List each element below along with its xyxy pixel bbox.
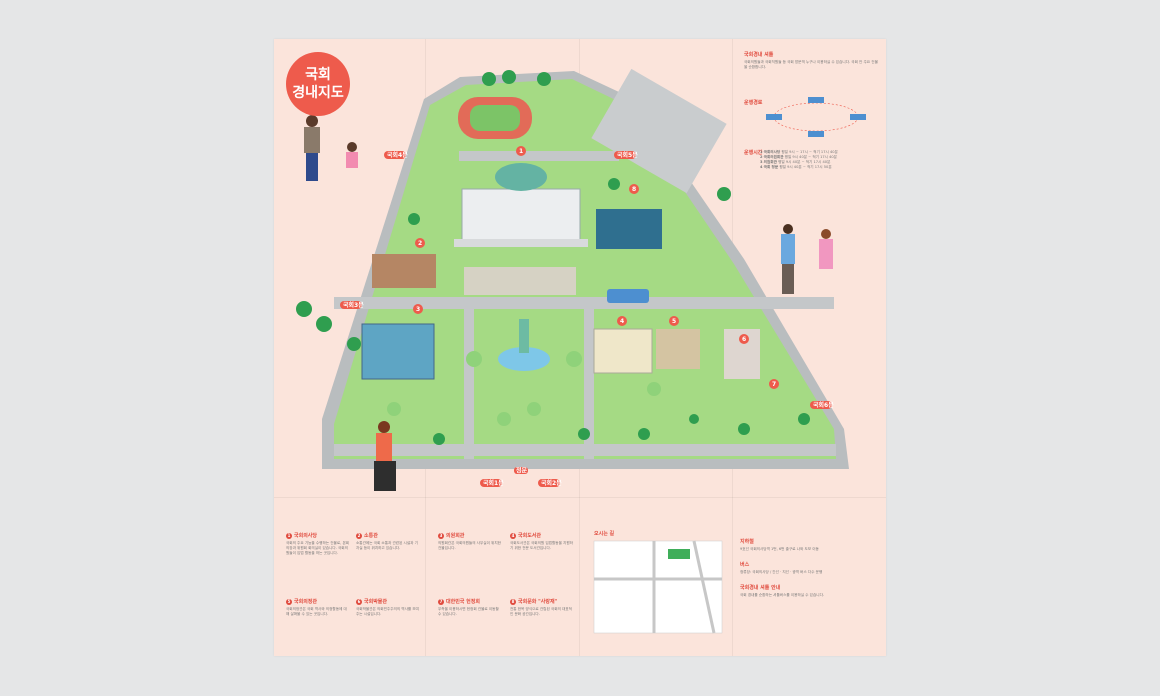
building-library [593,328,653,374]
directions-map [593,540,723,634]
monument [519,319,529,353]
location-pin: 4 [617,316,627,326]
svg-text:국회6문: 국회6문 [813,401,834,409]
stop-item: 1 국회의사당 평일 9시 ~ 17시 ~ 적기 17시 40분 [760,150,838,154]
bushes [387,351,661,426]
directions-title: 오시는 길 [594,531,615,537]
svg-text:3: 3 [416,306,420,313]
svg-text:5: 5 [672,318,676,325]
national-assembly-building [461,188,581,242]
svg-text:6: 6 [742,336,746,343]
location-pin: 2 [415,238,425,248]
building-communication [372,254,436,288]
building-members-office [361,323,435,380]
stop-item: 2 국회의원회관 평일 9시 40분 ~ 적기 17시 40분 [760,155,837,159]
gate-tag: 국회6문 [810,401,834,409]
svg-text:7: 7 [772,381,776,388]
main-road [584,309,594,459]
fold-line [274,497,886,498]
gate-tag: 국회5문 [614,151,638,159]
front-plaza [464,267,576,295]
directions-map-station [668,549,690,559]
svg-text:2: 2 [418,240,422,247]
shuttle-title: 국회경내 셔틀 [744,52,774,58]
people-father-child [304,115,358,181]
trees [296,70,810,445]
campus-map: 국회4문 국회3문 국회5문 국회1문 국회2문 국회6문 정문 1 2 3 4… [296,68,866,634]
assembly-base [454,239,588,247]
location-pin: 8 [629,184,639,194]
stop-item: 4 국회 정문 평일 9시 40분 ~ 적기 17시 50분 [760,165,832,169]
gate-tag: 국회4문 [384,151,408,159]
gate-tag: 국회1문 [480,479,504,487]
location-pin: 3 [413,304,423,314]
location-pin: 6 [739,334,749,344]
directions-map-roads [594,540,722,634]
building-museum [656,329,700,369]
shuttle-info: 국회경내 셔틀 국회의원들과 국회직원들 등 국회 방문객 누구나 이용하실 수… [744,51,880,70]
directions: 오시는 길 [594,531,722,539]
times-label: 운행시간 [744,150,763,156]
location-pin: 1 [516,146,526,156]
svg-text:국회4문: 국회4문 [387,151,408,159]
svg-text:국회1문: 국회1문 [483,479,504,487]
assembly-dome [495,163,547,191]
map-title: 국회 경내지도 [286,52,350,116]
svg-text:4: 4 [620,318,624,325]
shuttle-route [766,97,866,137]
gate-tag: 국회3문 [340,301,364,309]
svg-text:1: 1 [519,148,523,155]
map-title-line2: 경내지도 [292,85,344,101]
location-pin: 5 [669,316,679,326]
svg-text:정문: 정문 [516,467,528,475]
main-road [459,151,619,161]
building-hanok [596,209,662,249]
gate-tag: 정문 [514,467,528,475]
svg-text:국회5문: 국회5문 [617,151,638,159]
campus-grass [334,79,836,459]
bus [607,289,649,303]
svg-text:국회3문: 국회3문 [343,301,364,309]
person-walking [374,421,396,491]
route-label: 운행경로 [744,100,763,106]
gate-tag: 국회2문 [538,479,562,487]
map-poster: 국회4문 국회3문 국회5문 국회1문 국회2문 국회6문 정문 1 2 3 4… [274,39,886,656]
shuttle-times: 운행시간 1 국회의사당 평일 9시 ~ 17시 ~ 적기 17시 40분 2 … [744,149,880,170]
map-title-line1: 국회 [305,67,331,83]
stop-item: 3 의원회관 평일 9시 40분 ~ 적기 17시 40분 [760,160,831,164]
svg-text:국회2문: 국회2문 [541,479,562,487]
main-road [464,309,474,459]
location-pin: 7 [769,379,779,389]
people-couple [781,224,833,294]
shuttle-desc: 국회의원들과 국회직원들 등 국회 방문객 누구나 이용하실 수 있습니다. 국… [744,60,878,69]
main-road [334,444,836,456]
parking-lot [591,68,727,194]
stop-list: 1 국회의사당 평일 9시 ~ 17시 ~ 적기 17시 40분 2 국회의원회… [760,150,880,170]
stadium-field [470,105,520,131]
main-road [334,297,834,309]
fountain [498,347,550,371]
svg-text:8: 8 [632,186,636,193]
